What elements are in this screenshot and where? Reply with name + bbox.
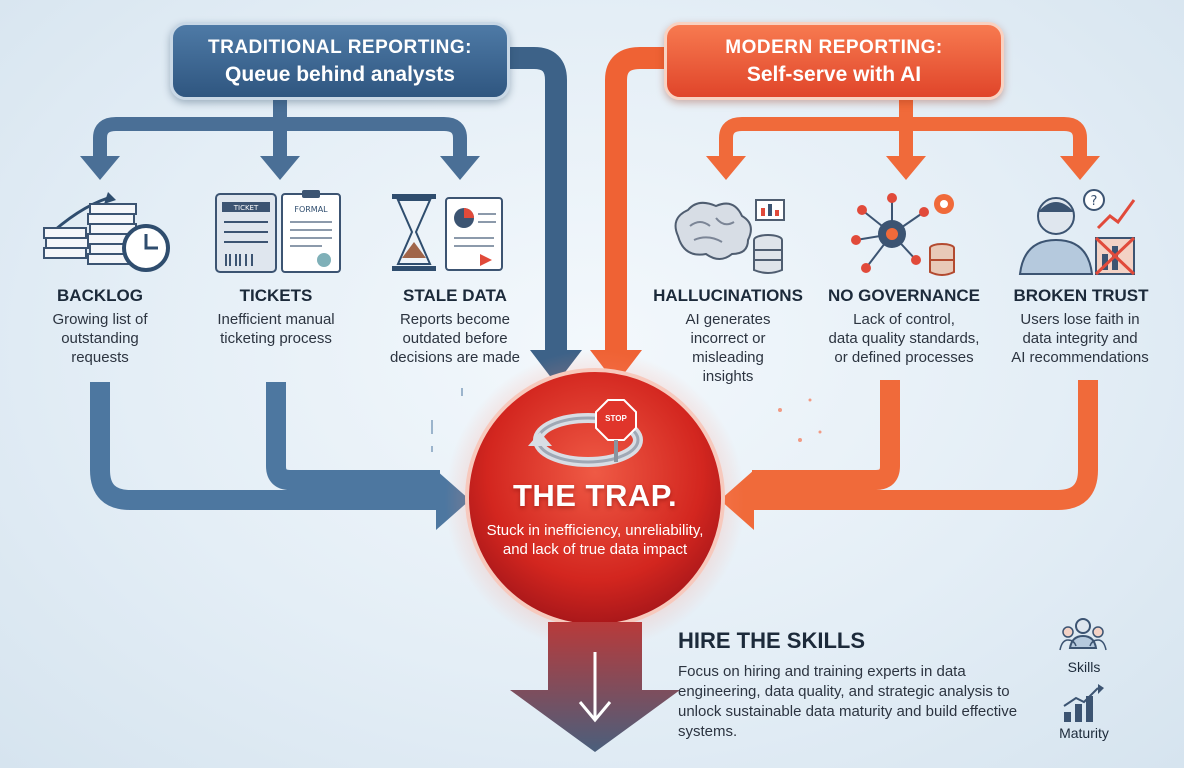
backlog-desc: Growing list of outstanding requests (52, 311, 148, 366)
hallucinations-desc: AI generates incorrect or misleading ins… (685, 311, 771, 385)
traditional-title: TRADITIONAL REPORTING: (208, 37, 472, 58)
traditional-branch-arrowheads (80, 156, 480, 180)
ticket-label: TICKET (233, 204, 259, 212)
hire-title: HIRE THE SKILLS (678, 628, 866, 653)
hire-description: Focus on hiring and training experts in … (678, 663, 1018, 740)
tickets-desc: Inefficient manual ticketing process (217, 311, 335, 347)
traditional-subtitle: Queue behind analysts (225, 63, 455, 86)
modern-branch-arrowheads (706, 156, 1100, 180)
ticket-form-icon: TICKET FORMAL (215, 190, 341, 273)
traditional-branch-arrows (93, 100, 467, 158)
right-feed-arrows (752, 380, 1098, 510)
tickets-title: TICKETS (239, 286, 313, 305)
no-governance-desc: Lack of control, data quality standards,… (828, 311, 980, 366)
left-feed-arrows (90, 382, 440, 510)
traditional-reporting-box: TRADITIONAL REPORTING: Queue behind anal… (170, 22, 510, 100)
brain-database-icon (674, 199, 785, 274)
modern-reporting-box: MODERN REPORTING: Self-serve with AI (664, 22, 1004, 100)
stop-label: STOP (605, 414, 627, 423)
user-chart-icon: ? (1018, 189, 1136, 276)
skills-label: Skills (1067, 659, 1101, 675)
paper-stack-clock-icon (43, 192, 170, 272)
stale-data-title: STALE DATA (403, 286, 507, 305)
loop-icon (528, 413, 643, 467)
svg-text:?: ? (1091, 194, 1098, 209)
trap-title: THE TRAP. (512, 478, 678, 513)
decorative-dashes (431, 388, 463, 452)
hourglass-report-icon (392, 194, 503, 271)
trap-description: Stuck in inefficiency, unreliability, an… (486, 522, 704, 558)
hallucinations-title: HALLUCINATIONS (653, 286, 803, 305)
broken-trust-title: BROKEN TRUST (1013, 286, 1149, 305)
decorative-dots (778, 398, 822, 442)
no-governance-title: NO GOVERNANCE (827, 286, 981, 305)
growth-chart-icon (1063, 684, 1104, 722)
modern-title: MODERN REPORTING: (725, 37, 943, 58)
modern-subtitle: Self-serve with AI (746, 63, 922, 86)
modern-branch-arrows (719, 100, 1087, 158)
network-gear-icon (851, 193, 955, 276)
modern-main-arrow (605, 47, 664, 352)
form-label: FORMAL (294, 205, 328, 214)
traditional-main-arrow (510, 47, 567, 352)
stop-sign-icon (595, 399, 637, 462)
maturity-label: Maturity (1059, 725, 1109, 741)
broken-trust-desc: Users lose faith in data integrity and A… (1011, 311, 1149, 366)
stale-data-desc: Reports become outdated before decisions… (389, 311, 521, 366)
backlog-title: BACKLOG (57, 286, 143, 305)
team-icon (1059, 618, 1107, 651)
